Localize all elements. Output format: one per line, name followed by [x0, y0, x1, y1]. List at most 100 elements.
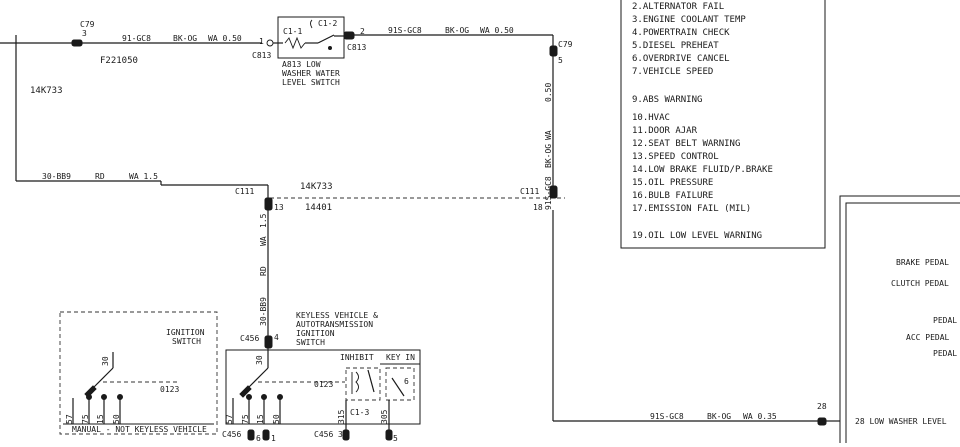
- wa-label: WA 0.35: [743, 412, 777, 421]
- inhibit-contact-icon: [367, 369, 375, 393]
- connector-c456-top: [264, 335, 273, 349]
- manual-title-1: IGNITION: [166, 328, 205, 337]
- wa-label: WA 0.50: [480, 26, 514, 35]
- manual-footer: MANUAL - NOT KEYLESS VEHICLE: [72, 425, 207, 434]
- switch-lever-icon: [247, 367, 269, 389]
- wa-label: WA 1.5: [129, 172, 158, 181]
- connector-label: C79: [558, 40, 573, 49]
- terminal-label: 50: [112, 414, 121, 424]
- keyless-label-1: KEYLESS VEHICLE &: [296, 311, 378, 320]
- warning-item: 5.DIESEL PREHEAT: [632, 41, 719, 51]
- contact-label: C1-1: [283, 27, 302, 36]
- connector-c111-right: [549, 185, 558, 199]
- warning-item: 4.POWERTRAIN CHECK: [632, 28, 730, 38]
- terminal-label: 315: [337, 409, 346, 424]
- terminal-label: 50: [272, 414, 281, 424]
- pin-label: 13: [274, 203, 284, 212]
- inhibit-box: [345, 367, 381, 401]
- warning-item: 15.OIL PRESSURE: [632, 178, 713, 188]
- vertical-label-group: 0.50 WA BK-OG 91S-GC8: [544, 83, 553, 210]
- terminal-label: 30: [101, 356, 110, 366]
- vertical-label: WA: [259, 236, 268, 246]
- pin-label: 5: [558, 56, 563, 65]
- connector-label: C456: [314, 430, 333, 439]
- pin-label: 1: [259, 37, 264, 46]
- c13-label: C1-3: [350, 408, 369, 417]
- warning-item: 6.OVERDRIVE CANCEL: [632, 54, 730, 64]
- color-label: BK-OG: [445, 26, 469, 35]
- terminal-icon: [266, 39, 274, 47]
- keyless-ignition-switch: [225, 349, 421, 425]
- color-label: BK-OG: [173, 34, 197, 43]
- harness-label: 14401: [305, 203, 332, 213]
- connector-label: C111: [235, 187, 254, 196]
- pin-label: 3: [338, 430, 343, 439]
- solenoid-icon: [351, 371, 359, 394]
- manual-title-2: SWITCH: [172, 337, 201, 346]
- vertical-label: WA: [544, 130, 553, 140]
- warning-item: 7.VEHICLE SPEED: [632, 67, 713, 77]
- harness-label: 14K733: [300, 182, 333, 192]
- connector-label: C79: [80, 20, 95, 29]
- terminal-label: 57: [225, 414, 234, 424]
- connector-c111-left: [264, 197, 273, 211]
- warning-item: 17.EMISSION FAIL (MIL): [632, 204, 751, 214]
- connector-label: C111: [520, 187, 539, 196]
- vertical-label: 91S-GC8: [544, 176, 553, 210]
- switch-contact-icon: [317, 34, 335, 44]
- module-input: BRAKE PEDAL: [896, 258, 949, 267]
- harness-label: 14K733: [30, 86, 63, 96]
- warning-item: 11.DOOR AJAR: [632, 126, 698, 136]
- warning-list: 2.ALTERNATOR FAIL 3.ENGINE COOLANT TEMP …: [632, 2, 773, 241]
- circuit-label: 91S-GC8: [388, 26, 422, 35]
- key-in-label: KEY IN: [386, 353, 415, 362]
- vertical-label: 0.50: [544, 83, 553, 102]
- color-label: BK-OG: [707, 412, 731, 421]
- vertical-label: 1.5: [259, 213, 268, 228]
- warning-item: 12.SEAT BELT WARNING: [632, 139, 740, 149]
- vertical-label: RD: [259, 266, 268, 276]
- pin-label: 18: [533, 203, 543, 212]
- position-marks: 0123: [314, 380, 333, 389]
- vertical-label-group: 1.5 WA RD 30-BB9: [259, 213, 268, 326]
- warning-item: 14.LOW BRAKE FLUID/P.BRAKE: [632, 165, 773, 175]
- connector-c813-right: [343, 31, 355, 40]
- connector-c456-bottom: [247, 429, 255, 441]
- color-label: RD: [95, 172, 105, 181]
- float-icon: [310, 19, 313, 29]
- circuit-label: 91-GC8: [122, 34, 151, 43]
- terminal-label: 75: [241, 414, 250, 424]
- resistor-icon: [284, 36, 306, 50]
- instrument-module: [839, 195, 960, 447]
- wa-label: WA 0.50: [208, 34, 242, 43]
- circuit-label: 30-BB9: [42, 172, 71, 181]
- switch-arrow-icon: [239, 385, 252, 398]
- vertical-label: BK-OG: [544, 144, 553, 168]
- terminal-label: 305: [380, 409, 389, 424]
- module-input: CLUTCH PEDAL: [891, 279, 949, 288]
- warning-item: 10.HVAC: [632, 113, 670, 123]
- warning-item: 2.ALTERNATOR FAIL: [632, 2, 724, 12]
- key-in-contact-icon: [391, 377, 405, 397]
- connector-c456-bottom: [342, 429, 350, 441]
- module-input: ACC PEDAL: [906, 333, 950, 342]
- pin-label: 2: [360, 27, 365, 36]
- ref-label: F221050: [100, 56, 138, 66]
- pin-label: 6: [256, 434, 261, 443]
- pin-label: 4: [274, 333, 279, 342]
- position-marks: 0123: [160, 385, 179, 394]
- terminal-label: 30: [255, 355, 264, 365]
- keyless-label-2: AUTOTRANSMISSION: [296, 320, 373, 329]
- key-in-box: [385, 367, 415, 401]
- warning-item: 3.ENGINE COOLANT TEMP: [632, 15, 746, 25]
- pin-small: 6: [404, 377, 409, 386]
- connector-c456-bottom: [262, 429, 270, 441]
- switch-label-2: WASHER WATER: [282, 69, 340, 78]
- connector-label: C456: [240, 334, 259, 343]
- manual-ignition-switch: [59, 311, 218, 435]
- contact-dot: [328, 46, 332, 50]
- switch-lever-icon: [92, 367, 114, 389]
- connector-label: C813: [347, 43, 366, 52]
